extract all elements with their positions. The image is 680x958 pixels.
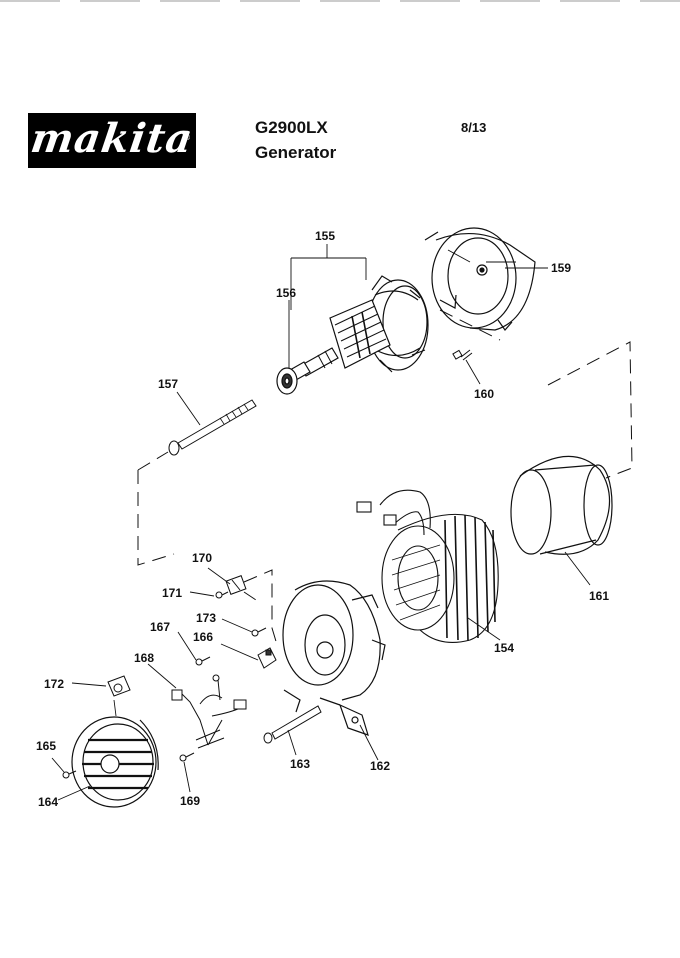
bearing-part [276, 367, 298, 395]
callout-167: 167 [150, 620, 170, 634]
product-name: Generator [255, 143, 337, 162]
screw-part-173 [251, 627, 267, 637]
capacitor-part [225, 575, 247, 595]
model-number: G2900LX [255, 118, 328, 137]
callout-173: 173 [196, 611, 216, 625]
brand-logo: makita ® [28, 113, 196, 168]
switch-part [107, 675, 131, 697]
callout-169: 169 [180, 794, 200, 808]
front-housing-part [282, 580, 386, 736]
wiring-harness-part [171, 674, 247, 749]
alignment-dashes [137, 309, 633, 649]
page-number: 8/13 [461, 120, 487, 135]
rear-housing-part [424, 227, 536, 331]
screw-part-167 [195, 656, 211, 666]
callout-157: 157 [158, 377, 178, 391]
screw-part-160 [452, 349, 473, 361]
callout-168: 168 [134, 651, 154, 665]
callout-161: 161 [589, 589, 609, 603]
callout-159: 159 [551, 261, 571, 275]
callout-156: 156 [276, 286, 296, 300]
callout-172: 172 [44, 677, 64, 691]
end-cover-part [71, 716, 159, 808]
rotor-part [289, 275, 429, 381]
callout-164: 164 [38, 795, 58, 809]
callout-171: 171 [162, 586, 182, 600]
callout-154: 154 [494, 641, 514, 655]
brush-holder-part [257, 647, 277, 669]
callout-165: 165 [36, 739, 56, 753]
bolt-part-163 [263, 705, 322, 744]
callout-163: 163 [290, 757, 310, 771]
leader-lines [51, 244, 591, 801]
screw-part-165 [62, 770, 77, 779]
callout-160: 160 [474, 387, 494, 401]
callout-166: 166 [193, 630, 213, 644]
callout-155: 155 [315, 229, 335, 243]
band-cover-part [510, 455, 613, 555]
screw-part-169 [179, 752, 195, 762]
screw-part-171 [215, 591, 229, 599]
stator-part [356, 489, 499, 643]
registered-mark: ® [184, 135, 190, 142]
through-bolt-part [168, 399, 257, 456]
callout-170: 170 [192, 551, 212, 565]
callout-162: 162 [370, 759, 390, 773]
